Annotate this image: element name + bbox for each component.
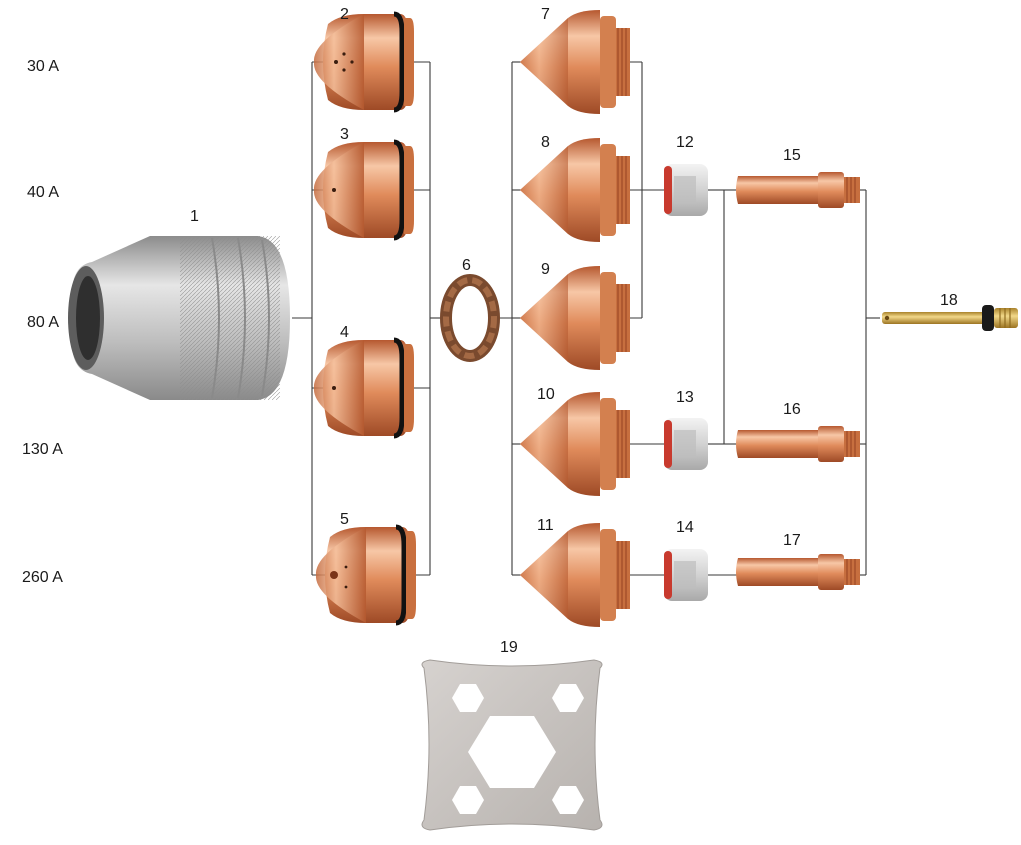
part-17-electrode — [735, 553, 861, 591]
part-11-nozzle — [519, 522, 631, 628]
label-part-12: 12 — [676, 134, 694, 151]
current-label-30: 30 A — [27, 58, 59, 75]
part-5-shield — [316, 527, 416, 623]
label-part-5: 5 — [340, 511, 349, 528]
label-part-7: 7 — [541, 6, 550, 23]
part-12-swirl-ring — [664, 164, 708, 216]
part-16-electrode — [735, 425, 861, 463]
label-part-18: 18 — [940, 292, 958, 309]
label-part-14: 14 — [676, 519, 694, 536]
label-part-10: 10 — [537, 386, 555, 403]
label-part-9: 9 — [541, 261, 550, 278]
part-6-ceramic-ring — [440, 274, 500, 362]
label-part-13: 13 — [676, 389, 694, 406]
part-18-brass-tube — [882, 305, 1018, 331]
part-2-shield — [314, 14, 414, 110]
current-label-260: 260 A — [22, 569, 63, 586]
connector-lines — [292, 61, 880, 576]
label-part-3: 3 — [340, 126, 349, 143]
part-1-retaining-cap — [68, 236, 290, 400]
label-part-15: 15 — [783, 147, 801, 164]
label-part-17: 17 — [783, 532, 801, 549]
current-label-130: 130 A — [22, 441, 63, 458]
label-part-8: 8 — [541, 134, 550, 151]
label-part-4: 4 — [340, 324, 349, 341]
label-part-2: 2 — [340, 6, 349, 23]
part-13-swirl-ring — [664, 418, 708, 470]
part-4-shield — [314, 340, 414, 436]
part-19-tool-plate — [421, 659, 603, 831]
current-label-40: 40 A — [27, 184, 59, 201]
label-part-1: 1 — [190, 208, 199, 225]
part-3-shield — [314, 142, 414, 238]
part-8-nozzle — [519, 137, 631, 243]
part-15-electrode — [735, 171, 861, 209]
current-label-80: 80 A — [27, 314, 59, 331]
part-10-nozzle — [519, 391, 631, 497]
label-part-6: 6 — [462, 257, 471, 274]
label-part-11: 11 — [537, 517, 554, 534]
part-14-swirl-ring — [664, 549, 708, 601]
part-7-nozzle — [519, 9, 631, 115]
part-9-nozzle — [519, 265, 631, 371]
label-part-16: 16 — [783, 401, 801, 418]
label-part-19: 19 — [500, 639, 518, 656]
